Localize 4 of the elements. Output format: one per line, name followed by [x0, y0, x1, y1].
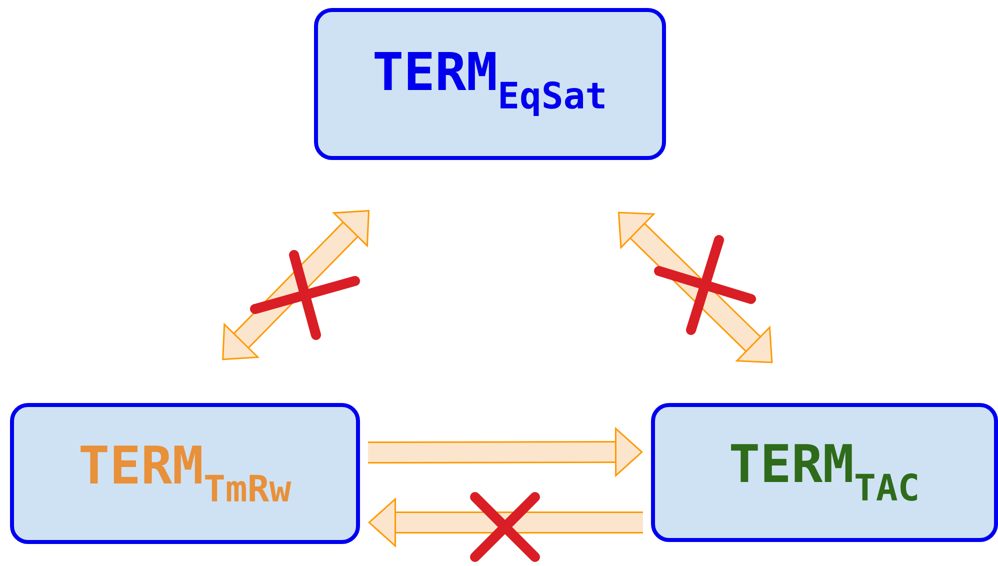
term-box: TERM$_{EqSat}$	[314, 8, 666, 160]
term-box: TERM$_{TAC}$	[651, 403, 998, 542]
term-box: TERM$_{TmRw}$	[10, 403, 360, 544]
block-arrow	[618, 212, 773, 364]
